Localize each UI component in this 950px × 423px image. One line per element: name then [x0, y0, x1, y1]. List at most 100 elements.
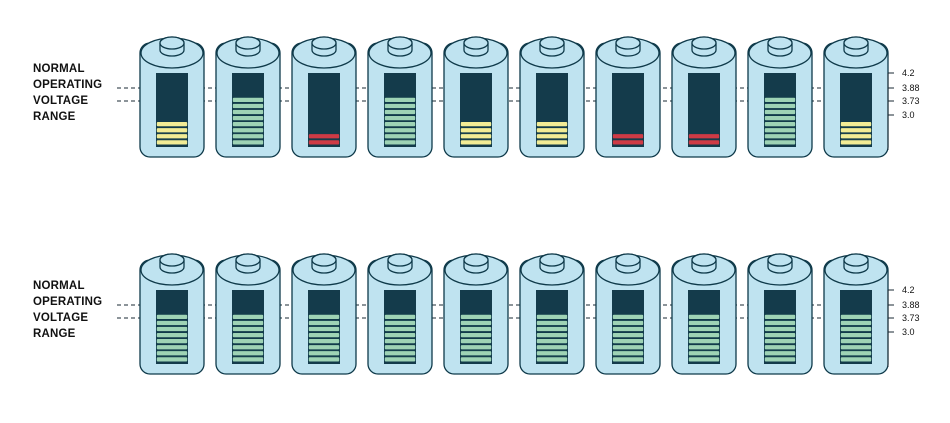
charge-segment — [384, 127, 416, 133]
charge-segment — [460, 320, 492, 326]
charge-segment — [384, 350, 416, 357]
charge-segment — [308, 314, 340, 320]
charge-segment — [764, 320, 796, 326]
battery-terminal-top — [843, 36, 869, 50]
battery-icon — [671, 36, 737, 158]
charge-segment — [536, 121, 568, 127]
row-label-line: RANGE — [33, 328, 76, 340]
charge-segment — [232, 115, 264, 121]
battery-icon — [215, 253, 281, 375]
charge-segment — [536, 356, 568, 363]
battery-icon — [823, 36, 889, 158]
charge-segment — [156, 332, 188, 338]
charge-segment — [688, 350, 720, 357]
charge-segment — [156, 356, 188, 363]
charge-segment — [840, 344, 872, 350]
charge-segment — [232, 350, 264, 357]
scale-tick-label: 4.2 — [902, 285, 915, 295]
battery-terminal-top — [463, 253, 489, 267]
voltage-scale: 4.23.883.733.0 — [887, 68, 920, 150]
row-label-line: OPERATING — [33, 296, 103, 308]
charge-segment — [536, 350, 568, 357]
battery-terminal-top — [463, 36, 489, 50]
charge-segment — [536, 338, 568, 344]
battery-row: 4.23.883.733.0 — [117, 253, 920, 375]
charge-segment — [688, 133, 720, 140]
charge-segment — [308, 344, 340, 350]
charge-segment — [232, 344, 264, 350]
charge-segment — [384, 109, 416, 115]
charge-segment — [840, 356, 872, 363]
charge-segment — [308, 139, 340, 146]
charge-segment — [232, 139, 264, 146]
battery-icon — [139, 36, 205, 158]
charge-segment — [232, 320, 264, 326]
battery-icon — [595, 253, 661, 375]
charge-segment — [232, 109, 264, 115]
charge-segment — [460, 121, 492, 127]
charge-segment — [536, 127, 568, 133]
charge-segment — [612, 350, 644, 357]
battery-icon — [367, 253, 433, 375]
charge-segment — [612, 344, 644, 350]
charge-segment — [840, 338, 872, 344]
battery-terminal-top — [387, 253, 413, 267]
charge-segment — [156, 133, 188, 140]
row-label-line: NORMAL — [33, 63, 85, 75]
charge-segment — [764, 326, 796, 332]
battery-terminal-top — [539, 253, 565, 267]
battery-icon — [367, 36, 433, 158]
charge-segment — [156, 338, 188, 344]
battery-terminal-top — [159, 253, 185, 267]
charge-segment — [688, 139, 720, 146]
charge-segment — [384, 133, 416, 140]
charge-segment — [764, 139, 796, 146]
battery-icon — [823, 253, 889, 375]
charge-segment — [536, 332, 568, 338]
charge-segment — [384, 103, 416, 109]
charge-segment — [536, 133, 568, 140]
row-label-top: NORMAL OPERATING VOLTAGE RANGE — [33, 61, 123, 125]
charge-segment — [764, 115, 796, 121]
charge-segment — [688, 314, 720, 320]
charge-segment — [840, 350, 872, 357]
battery-terminal-top — [615, 253, 641, 267]
row-label-line: RANGE — [33, 111, 76, 123]
charge-segment — [764, 103, 796, 109]
charge-segment — [612, 332, 644, 338]
scale-tick-label: 3.88 — [902, 300, 920, 310]
battery-icon — [443, 36, 509, 158]
charge-segment — [764, 127, 796, 133]
charge-segment — [308, 133, 340, 140]
charge-segment — [384, 121, 416, 127]
battery-icon — [519, 36, 585, 158]
charge-segment — [764, 314, 796, 320]
charge-segment — [688, 356, 720, 363]
battery-icon — [671, 253, 737, 375]
charge-segment — [688, 344, 720, 350]
charge-segment — [764, 332, 796, 338]
charge-segment — [612, 139, 644, 146]
charge-segment — [232, 133, 264, 140]
scale-tick-label: 3.88 — [902, 83, 920, 93]
charge-segment — [232, 332, 264, 338]
charge-segment — [764, 97, 796, 103]
charge-segment — [384, 320, 416, 326]
row-label-line: VOLTAGE — [33, 312, 89, 324]
charge-segment — [308, 326, 340, 332]
battery-icon — [747, 36, 813, 158]
charge-segment — [612, 133, 644, 140]
scale-tick-label: 4.2 — [902, 68, 915, 78]
row-label-line: VOLTAGE — [33, 95, 89, 107]
charge-segment — [460, 338, 492, 344]
charge-segment — [232, 121, 264, 127]
charge-segment — [460, 127, 492, 133]
charge-segment — [612, 326, 644, 332]
charge-segment — [384, 139, 416, 146]
battery-terminal-top — [615, 36, 641, 50]
charge-segment — [612, 320, 644, 326]
row-label-line: NORMAL — [33, 280, 85, 292]
charge-segment — [308, 332, 340, 338]
charge-segment — [764, 344, 796, 350]
